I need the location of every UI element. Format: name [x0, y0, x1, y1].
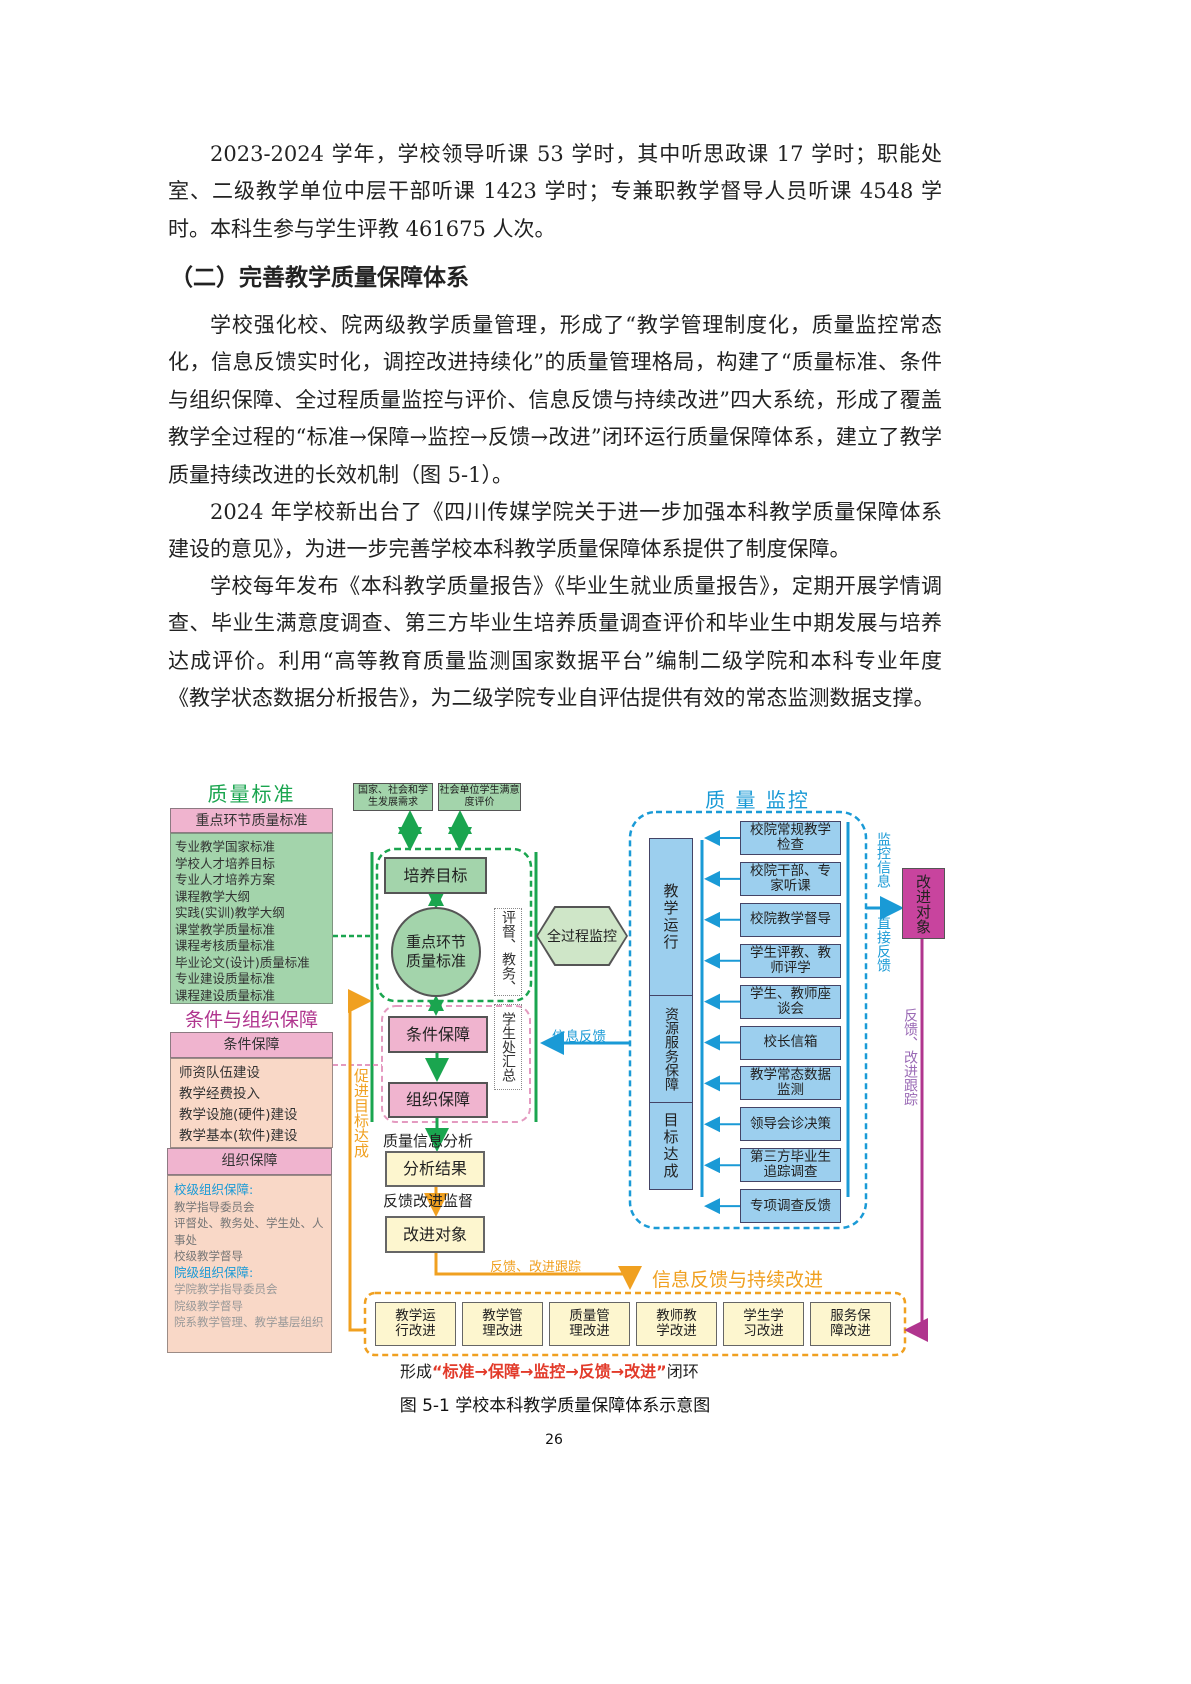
paragraph-system: 学校强化校、院两级教学质量管理，形成了“教学管理制度化，质量监控常态化，信息反馈… — [168, 313, 942, 487]
monitoring-item: 领导会诊决策 — [740, 1107, 841, 1142]
school-org-item: 教学指导委员会 — [174, 1199, 255, 1214]
paragraph-reports: 学校每年发布《本科教学质量报告》《毕业生就业质量报告》，定期开展学情调查、毕业生… — [168, 574, 942, 711]
closed-loop-line: 形成“标准→保障→监控→反馈→改进”闭环 — [400, 1358, 699, 1382]
standard-item: 课程建设质量标准 — [175, 987, 276, 1003]
monitoring-item: 学生评教、教师评学 — [740, 943, 841, 978]
figure-caption: 图 5-1 学校本科教学质量保障体系示意图 — [399, 1396, 711, 1416]
feedback-track-label: 反馈、改进跟踪 — [490, 1260, 582, 1275]
monitoring-item: 第三方毕业生追踪调查 — [740, 1148, 841, 1183]
school-org-label: 校级组织保障: — [174, 1182, 254, 1197]
satisfaction-box: 社会单位学生满意度评价 — [438, 783, 521, 811]
right-feedback-track-label: 反馈、改进跟踪 — [902, 1008, 918, 1106]
school-org-item: 校级教学督导 — [174, 1249, 243, 1263]
organization-box: 组织保障 — [388, 1082, 488, 1118]
standard-item: 专业教学国家标准 — [175, 839, 276, 854]
condition-org-title: 条件与组织保障 — [184, 1009, 318, 1031]
school-org-item: 评督处、教务处、学生处、人事处 — [174, 1216, 324, 1247]
direct-feedback-label: 直接反馈 — [875, 916, 891, 972]
standard-item: 课程教学大纲 — [175, 888, 251, 904]
monitoring-item: 校院教学督导 — [740, 902, 841, 937]
paragraph-listening: 2023-2024 学年，学校领导听课 53 学时，其中听思政课 17 学时；职… — [168, 142, 942, 241]
summary-note: 学生处汇总 — [494, 1004, 522, 1090]
standard-item: 课程考核质量标准 — [175, 938, 276, 953]
improvement-item: 教师教学改进 — [636, 1302, 717, 1346]
improvement-title: 信息反馈与持续改进 — [652, 1269, 824, 1291]
monitoring-title: 质 量 监控 — [705, 788, 810, 812]
condition-item: 教学设施(硬件)建设 — [179, 1107, 298, 1123]
loop-text: “标准→保障→监控→反馈→改进” — [432, 1362, 667, 1381]
loop-suffix: 闭环 — [666, 1362, 699, 1381]
standard-item: 毕业论文(设计)质量标准 — [175, 954, 310, 970]
condition-header: 条件保障 — [170, 1032, 333, 1058]
full-process-monitor: 全过程监控 — [538, 908, 626, 964]
right-improve-target-box: 改进对象 — [902, 868, 945, 939]
org-header: 组织保障 — [167, 1148, 332, 1175]
column-goal-achievement: 目标达成 — [649, 1102, 693, 1190]
key-standard-circle: 重点环节质量标准 — [391, 907, 481, 997]
improvement-item: 教学运行改进 — [375, 1302, 456, 1346]
condition-item: 教学经费投入 — [179, 1086, 260, 1102]
standard-item: 课堂教学质量标准 — [175, 921, 276, 937]
review-note: 评督、教务、 — [494, 908, 522, 996]
analysis-result-box: 分析结果 — [385, 1151, 485, 1187]
standard-item: 专业人才培养方案 — [175, 872, 276, 887]
monitoring-item: 学生、教师座谈会 — [740, 984, 841, 1019]
paragraph-opinion: 2024 年学校新出台了《四川传媒学院关于进一步加强本科教学质量保障体系建设的意… — [168, 500, 942, 562]
column-teaching-operation: 教学运行 — [649, 838, 693, 996]
column-resource-service: 资源服务保障 — [649, 995, 693, 1103]
condition-item: 师资队伍建设 — [179, 1065, 260, 1081]
standard-item: 学校人才培养目标 — [175, 855, 276, 871]
info-analysis-label: 质量信息分析 — [383, 1132, 474, 1150]
monitoring-item: 校院干部、专家听课 — [740, 861, 841, 896]
college-org-item: 院系教学管理、教学基层组织 — [174, 1315, 324, 1329]
improvement-item: 质量管理改进 — [549, 1302, 630, 1346]
social-needs-box: 国家、社会和学生发展需求 — [353, 783, 433, 811]
loop-prefix: 形成 — [400, 1362, 433, 1381]
improve-target-box: 改进对象 — [385, 1216, 485, 1253]
condition-box: 条件保障 — [388, 1016, 488, 1053]
condition-item: 教学基本(软件)建设 — [179, 1128, 298, 1144]
monitoring-item: 专项调查反馈 — [740, 1189, 841, 1224]
improvement-item: 服务保障改进 — [810, 1302, 891, 1346]
promote-goal-label: 促进目标达成 — [352, 1068, 370, 1158]
page-number: 26 — [545, 1432, 563, 1448]
monitoring-item: 校院常规教学检查 — [740, 821, 841, 855]
college-org-label: 院级组织保障: — [174, 1264, 254, 1280]
quality-standard-title: 质量标准 — [207, 782, 296, 806]
feedback-supervise-label: 反馈改进监督 — [383, 1192, 474, 1210]
monitor-info-label: 监控信息 — [875, 832, 891, 888]
section-heading: （二）完善教学质量保障体系 — [170, 265, 469, 291]
monitoring-item: 校长信箱 — [740, 1025, 841, 1060]
org-list: 校级组织保障: 教学指导委员会评督处、教务处、学生处、人事处校级教学督导 院级组… — [167, 1175, 332, 1353]
key-link-standard-header: 重点环节质量标准 — [170, 808, 333, 833]
improvement-item: 教学管理改进 — [462, 1302, 543, 1346]
college-org-item: 学院教学指导委员会 — [174, 1282, 278, 1296]
college-org-item: 院级教学督导 — [174, 1298, 243, 1313]
standard-item: 实践(实训)教学大纲 — [175, 905, 285, 920]
improvement-item: 学生学习改进 — [723, 1302, 804, 1346]
standard-item: 专业建设质量标准 — [175, 971, 276, 986]
info-feedback-label: 信息反馈 — [552, 1029, 606, 1045]
monitoring-item: 教学常态数据监测 — [740, 1066, 841, 1101]
training-goal-box: 培养目标 — [384, 857, 487, 894]
quality-standard-list: 专业教学国家标准学校人才培养目标专业人才培养方案课程教学大纲实践(实训)教学大纲… — [170, 833, 333, 1004]
condition-list: 师资队伍建设教学经费投入教学设施(硬件)建设教学基本(软件)建设 — [170, 1058, 333, 1148]
